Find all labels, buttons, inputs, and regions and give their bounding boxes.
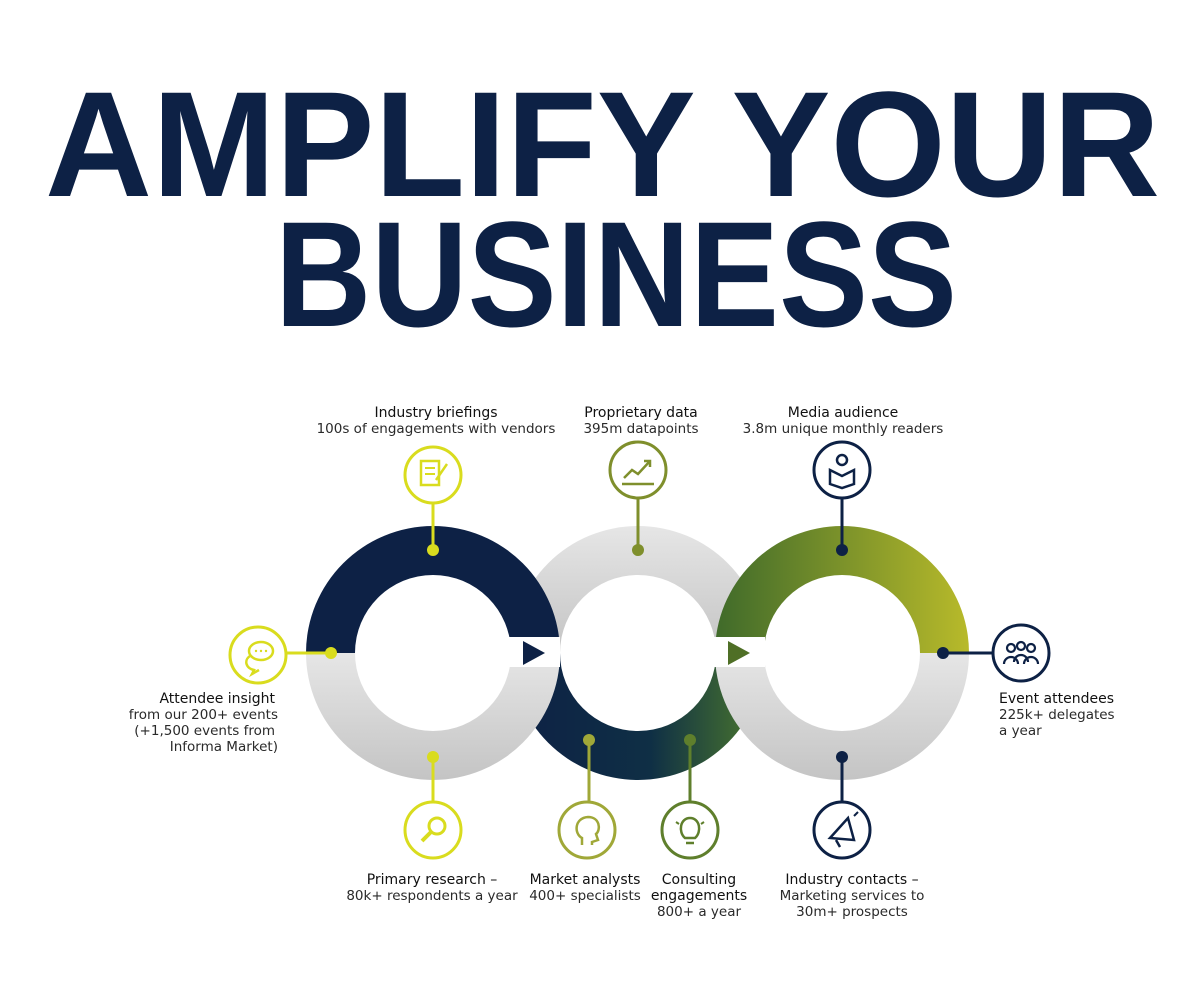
right-ring-bottom: [715, 653, 969, 780]
trend-chart-icon: [608, 440, 668, 500]
item-detail: (+1,500 events from: [134, 723, 275, 739]
document-pen-icon: [403, 445, 463, 505]
item-detail: 400+ specialists: [529, 888, 641, 904]
item-detail: 100s of engagements with vendors: [317, 421, 556, 437]
left-ring-top: [306, 526, 560, 653]
item-title-cont: engagements: [651, 888, 747, 904]
arrow-right-icon: [523, 641, 545, 665]
megaphone-icon: [812, 800, 872, 860]
item-detail: 395m datapoints: [583, 421, 698, 437]
item-consulting-engagements: Consulting engagements 800+ a year: [651, 872, 747, 920]
item-detail: from our 200+ events: [129, 707, 278, 723]
title-line-2: BUSINESS: [275, 190, 957, 358]
ring-chain: [306, 526, 969, 780]
item-title: Primary research –: [367, 872, 498, 888]
item-detail: 800+ a year: [657, 904, 742, 920]
item-detail: a year: [999, 723, 1042, 739]
right-ring-top: [715, 526, 969, 653]
item-primary-research: Primary research – 80k+ respondents a ye…: [346, 872, 518, 904]
title-line-1: AMPLIFY YOUR: [45, 60, 1160, 228]
item-event-attendees: Event attendees 225k+ delegates a year: [999, 691, 1115, 739]
item-title: Market analysts: [530, 872, 641, 888]
item-media-audience: Media audience 3.8m unique monthly reade…: [743, 405, 944, 437]
item-title: Consulting: [662, 872, 736, 888]
middle-ring-bottom: [511, 653, 765, 780]
reader-icon: [812, 440, 872, 500]
lightbulb-icon: [660, 800, 720, 860]
item-attendee-insight: Attendee insight from our 200+ events (+…: [129, 691, 278, 755]
item-detail: 3.8m unique monthly readers: [743, 421, 944, 437]
item-proprietary-data: Proprietary data 395m datapoints: [583, 405, 698, 437]
connectors: [286, 498, 993, 802]
arrow-right-icon: [728, 641, 750, 665]
chat-bubbles-icon: [228, 625, 288, 685]
item-title: Industry briefings: [374, 405, 497, 421]
item-detail: Marketing services to: [780, 888, 925, 904]
item-title: Event attendees: [999, 691, 1114, 707]
item-title: Industry contacts –: [785, 872, 918, 888]
head-icon: [557, 800, 617, 860]
item-detail: Informa Market): [170, 739, 278, 755]
item-industry-contacts: Industry contacts – Marketing services t…: [780, 872, 925, 920]
middle-ring-top: [511, 526, 765, 653]
magnifier-icon: [403, 800, 463, 860]
item-detail: 30m+ prospects: [796, 904, 908, 920]
item-detail: 225k+ delegates: [999, 707, 1115, 723]
left-ring-bottom: [306, 653, 560, 780]
item-title: Proprietary data: [584, 405, 697, 421]
item-detail: 80k+ respondents a year: [346, 888, 518, 904]
item-industry-briefings: Industry briefings 100s of engagements w…: [317, 405, 556, 437]
group-icon: [991, 623, 1051, 683]
item-title: Attendee insight: [159, 691, 275, 707]
item-title: Media audience: [788, 405, 899, 421]
item-market-analysts: Market analysts 400+ specialists: [529, 872, 641, 904]
